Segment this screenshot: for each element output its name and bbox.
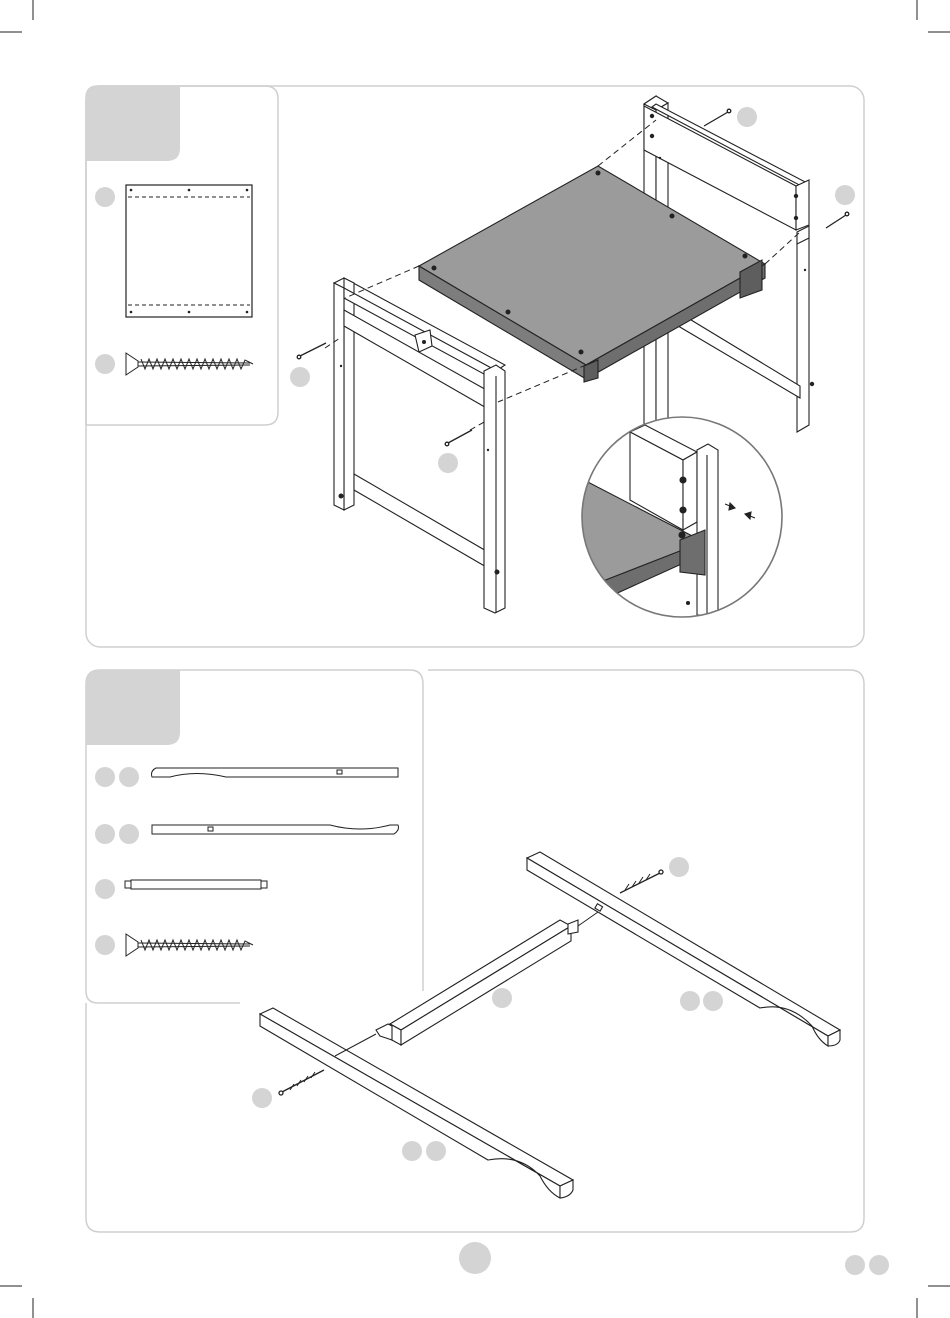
callout-screw-right xyxy=(835,185,855,205)
long-screw-part-2 xyxy=(126,934,253,956)
callout-screw-rear xyxy=(669,857,689,877)
step-2-panel xyxy=(86,670,864,1232)
callout-screw-top xyxy=(737,107,757,127)
screw-icon-4 xyxy=(445,430,472,446)
callout-rail-front-a xyxy=(402,1141,422,1161)
part-badge-panel xyxy=(95,187,115,207)
step-2-number-tab xyxy=(86,670,180,745)
foot-rail-right-part xyxy=(152,825,399,834)
screw-icon-5 xyxy=(620,870,663,893)
callout-screw-front-2 xyxy=(252,1088,272,1108)
page-number-badge xyxy=(459,1242,491,1274)
callout-rail-rear-b xyxy=(703,991,723,1011)
foot-rail-left-part xyxy=(152,768,399,777)
callout-rail-front-b xyxy=(426,1141,446,1161)
part-badge-screw-2 xyxy=(95,935,115,955)
step-2-callouts xyxy=(252,857,723,1161)
page-footer xyxy=(459,1242,889,1275)
footer-badge-a xyxy=(845,1255,865,1275)
cross-bar-part xyxy=(125,880,267,889)
footer-badge-b xyxy=(869,1255,889,1275)
screw-icon-6 xyxy=(279,1070,324,1095)
callout-rail-rear-a xyxy=(680,991,700,1011)
screw-icon-2 xyxy=(826,212,849,228)
front-foot-rail xyxy=(260,1008,573,1198)
cross-bar xyxy=(376,920,578,1045)
detail-magnifier xyxy=(580,415,785,620)
front-frame xyxy=(334,278,505,613)
long-screw-part xyxy=(126,353,253,375)
step-1-number-tab xyxy=(86,86,180,161)
part-badge-rail-right-b xyxy=(119,824,139,844)
part-badge-screw xyxy=(95,354,115,374)
panel-board-part xyxy=(126,185,252,317)
callout-screw-left xyxy=(290,367,310,387)
part-badge-crossbar xyxy=(95,879,115,899)
part-badge-rail-right-a xyxy=(95,824,115,844)
rear-foot-rail xyxy=(527,852,840,1046)
screw-icon-1 xyxy=(704,109,731,126)
part-badge-rail-left-b xyxy=(119,767,139,787)
step-1-panel xyxy=(86,86,864,647)
screw-icon-3 xyxy=(297,343,326,359)
callout-crossbar xyxy=(492,988,512,1008)
part-badge-rail-left-a xyxy=(95,767,115,787)
callout-screw-front xyxy=(438,453,458,473)
